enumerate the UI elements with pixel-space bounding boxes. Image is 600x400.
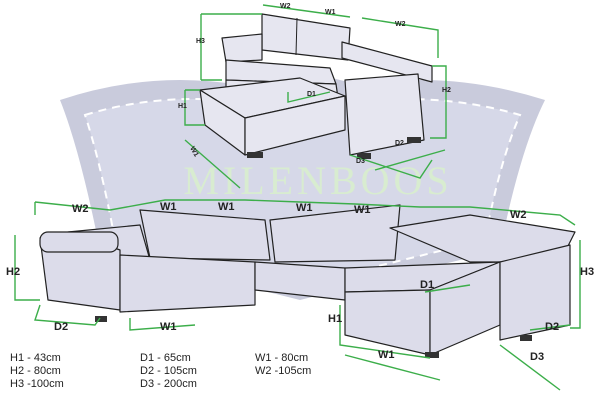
label-h3: H3 xyxy=(580,266,594,278)
label-h2: H2 xyxy=(6,266,20,278)
label-d3: D3 xyxy=(530,351,544,363)
corner-dimension-lines xyxy=(14,199,581,391)
label-d1: D1 xyxy=(420,279,434,291)
label-h3: H3 xyxy=(196,38,205,45)
legend-w2: W2 -105cm xyxy=(255,365,312,377)
label-w2: W2 xyxy=(395,21,406,28)
label-w2: W2 xyxy=(510,209,527,221)
legend-d2: D2 - 105cm xyxy=(140,365,197,377)
corner-sofa xyxy=(39,204,576,358)
label-w1: W1 xyxy=(218,201,235,213)
legend-h3: H3 -100cm xyxy=(10,378,64,390)
legend-w1: W1 - 80cm xyxy=(255,352,309,364)
top-dimension-labels: W2 W1 W2 H3 H2 D1 H1 W1 D2 D3 xyxy=(178,3,451,165)
label-w1: W1 xyxy=(296,202,313,214)
corner-dimension-labels: W2 W1 W1 W1 W1 W2 H2 D2 W1 H3 D1 H1 W1 D… xyxy=(6,201,594,363)
legend-d3: D3 - 200cm xyxy=(140,378,197,390)
top-chaise-sofa xyxy=(199,13,433,159)
top-dimension-lines xyxy=(184,4,447,189)
label-w1: W1 xyxy=(160,201,177,213)
legend-h2: H2 - 80cm xyxy=(10,365,61,377)
label-w2: W2 xyxy=(280,3,291,10)
label-w1: W1 xyxy=(188,146,199,159)
label-w1: W1 xyxy=(378,349,395,361)
legend-d1: D1 - 65cm xyxy=(140,352,191,364)
label-h2: H2 xyxy=(442,87,451,94)
label-d2: D2 xyxy=(395,140,404,147)
label-d2: D2 xyxy=(54,321,68,333)
label-w1: W1 xyxy=(325,9,336,16)
legend-h1: H1 - 43cm xyxy=(10,352,61,364)
watermark-text: MILENBOOS xyxy=(183,158,452,203)
label-d2: D2 xyxy=(545,321,559,333)
label-w2: W2 xyxy=(72,203,89,215)
label-w1: W1 xyxy=(354,204,371,216)
label-h1: H1 xyxy=(328,313,342,325)
label-w1: W1 xyxy=(160,321,177,333)
label-d3: D3 xyxy=(356,158,365,165)
dimension-legend: H1 - 43cm D1 - 65cm W1 - 80cm H2 - 80cm … xyxy=(10,352,355,390)
label-d1: D1 xyxy=(307,91,316,98)
label-h1: H1 xyxy=(178,103,187,110)
